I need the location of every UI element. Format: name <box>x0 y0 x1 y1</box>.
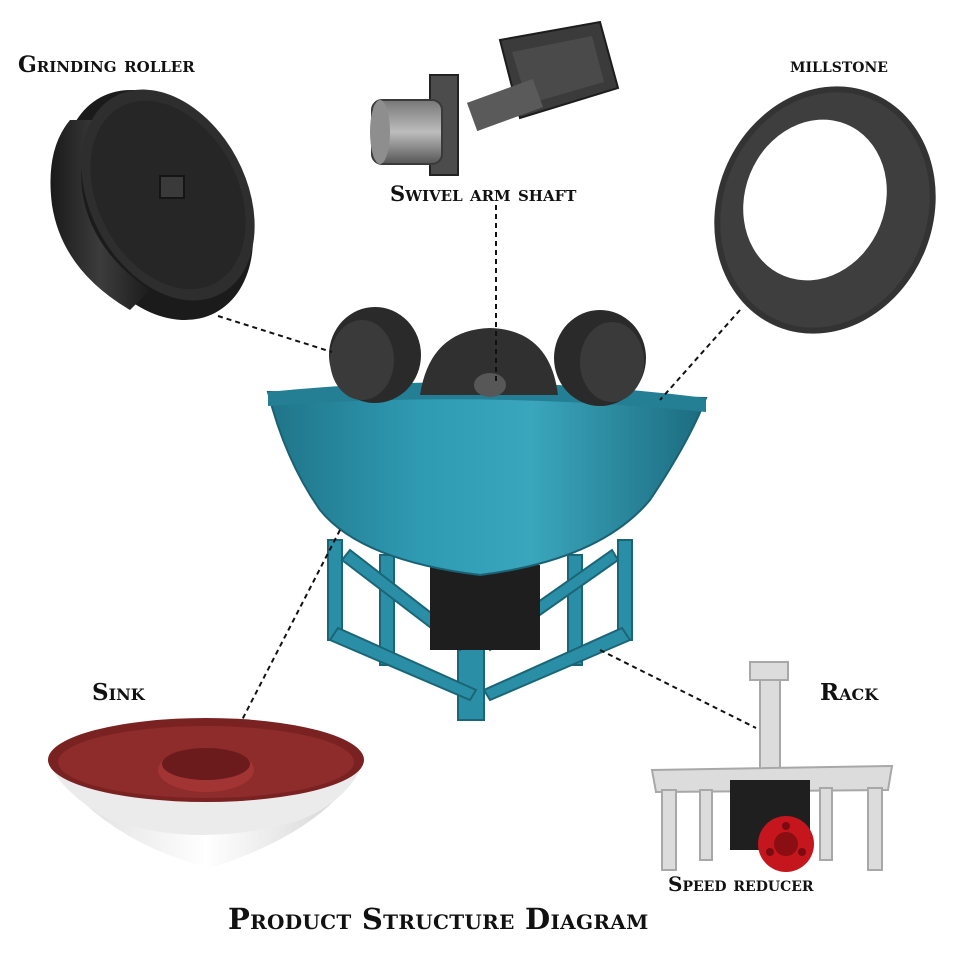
leader-rack <box>599 649 757 729</box>
leader-lines <box>217 205 757 729</box>
leader-sink <box>241 529 341 721</box>
label-rack: Rack <box>820 679 879 706</box>
leader-millstone <box>659 309 741 401</box>
rack-image <box>650 661 894 872</box>
swivel-arm-shaft-image <box>370 20 620 176</box>
diagram-title: Product Structure Diagram <box>228 902 649 936</box>
label-grinding-roller: Grinding roller <box>18 52 195 78</box>
label-swivel-arm-shaft: Swivel arm shaft <box>390 181 577 206</box>
label-millstone: millstone <box>790 53 888 77</box>
grinding-roller-image <box>50 89 255 321</box>
wet-pan-mill-image <box>266 307 708 721</box>
millstone-image <box>714 86 936 334</box>
speed-reducer-wheel <box>758 816 814 872</box>
label-sink: Sink <box>92 679 145 706</box>
sink-image <box>48 718 364 868</box>
label-speed-reducer: Speed reducer <box>668 872 814 896</box>
leader-grinding-roller <box>217 315 333 353</box>
